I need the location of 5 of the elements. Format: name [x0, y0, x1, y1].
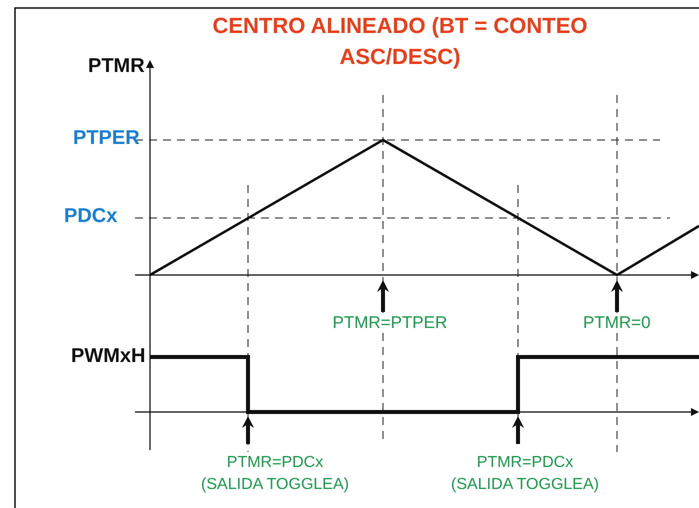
signal-label: PWMxH	[71, 345, 146, 368]
level-label: PTPER	[73, 127, 140, 150]
title: CENTRO ALINEADO (BT = CONTEO ASC/DESC)	[211, 12, 589, 71]
axis-label: PTMR	[88, 55, 145, 78]
level-label: PDCx	[64, 205, 118, 228]
